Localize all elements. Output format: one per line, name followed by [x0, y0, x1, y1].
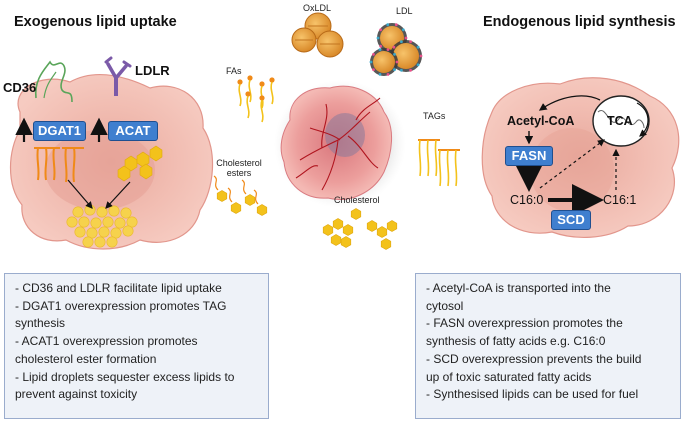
right-notes-box: - Acetyl-CoA is transported into the cyt… — [415, 273, 681, 419]
tags-label: TAGs — [423, 111, 446, 121]
cholesterol-hex — [386, 220, 398, 232]
lipid-droplet — [86, 227, 98, 239]
lipid-droplet — [74, 226, 86, 238]
cholesterol-hex — [342, 224, 354, 236]
lipid-droplet — [72, 206, 84, 218]
right-title: Endogenous lipid synthesis — [483, 14, 676, 30]
cholesterol-hex — [376, 226, 388, 238]
left-arrow-chol — [105, 181, 131, 209]
left-notes-box: - CD36 and LDLR facilitate lipid uptake … — [4, 273, 269, 419]
cholesterol-hex-icon — [322, 208, 398, 250]
ldlr-receptor-icon — [104, 56, 132, 96]
tags-icon — [418, 139, 460, 187]
cholesterol-hex — [330, 234, 342, 246]
right-note-line: - FASN overexpression promotes the — [426, 316, 623, 331]
ldl-label: LDL — [396, 6, 413, 16]
lipid-droplet — [120, 207, 132, 219]
cholesterol-icon — [117, 145, 163, 182]
left-note-line: - CD36 and LDLR facilitate lipid uptake — [15, 281, 222, 295]
cholesterol-esters-label: Cholesterol esters — [211, 158, 267, 178]
right-note-line: - SCD overexpression prevents the build — [426, 351, 642, 366]
cholesterol-hex — [322, 224, 334, 236]
lipid-droplet — [82, 236, 94, 248]
left-arrow-tag — [67, 179, 93, 209]
lipid-droplet-cluster — [66, 204, 138, 248]
c160-label: C16:0 — [510, 193, 544, 207]
ldl-particles-icon — [369, 23, 423, 76]
oxldl-particles-icon — [291, 12, 344, 58]
dgat1-box: DGAT1 — [33, 121, 86, 141]
c160-to-tca-dashed-arrow — [539, 139, 605, 189]
left-cell — [9, 74, 214, 250]
cholesterol-esters-line1: Cholesterol — [216, 158, 262, 168]
right-note-line: synthesis of fatty acids e.g. C16:0 — [426, 334, 606, 349]
left-title: Exogenous lipid uptake — [14, 14, 177, 30]
lipid-droplet — [106, 236, 118, 248]
cholesterol-label: Cholesterol — [334, 195, 380, 205]
cholesterol-hex — [380, 238, 392, 250]
lipid-droplet — [114, 217, 126, 229]
lipid-droplet — [78, 216, 90, 228]
left-note-line: cholesterol ester formation — [15, 351, 157, 366]
cholesterol-esters-line2: esters — [226, 168, 252, 178]
lipid-droplet — [108, 205, 120, 217]
mitochondrion-icon — [592, 95, 650, 147]
fatty-acids-icon — [237, 75, 275, 123]
cholesterol-hex — [366, 220, 378, 232]
acetyl-coa-label: Acetyl-CoA — [507, 114, 575, 128]
lipid-droplet — [110, 227, 122, 239]
lipid-droplet — [94, 236, 106, 248]
right-note-line: up of toxic saturated fatty acids — [426, 369, 592, 384]
lipid-droplet — [90, 217, 102, 229]
cd36-label: CD36 — [3, 80, 37, 95]
tca-to-acetyl-arrow — [538, 95, 601, 111]
scd-box: SCD — [551, 210, 591, 230]
right-note-line: - Acetyl-CoA is transported into the — [426, 281, 611, 295]
left-note-line: prevent against toxicity — [15, 387, 138, 402]
ldlr-label: LDLR — [135, 63, 170, 78]
cd36-receptor-icon — [34, 60, 73, 103]
tca-cycle-arrow — [636, 102, 649, 137]
left-note-line: - ACAT1 overexpression promotes — [15, 334, 198, 349]
fas-label: FAs — [226, 66, 242, 76]
cholesterol-hex — [332, 218, 344, 230]
lipid-droplet — [96, 206, 108, 218]
lipid-droplet — [102, 216, 114, 228]
cholesterol-esters-icon — [213, 175, 268, 216]
tca-label: TCA — [607, 114, 633, 128]
cholesterol-hex — [350, 208, 362, 220]
lipid-droplet — [122, 225, 134, 237]
right-note-line: - Synthesised lipids can be used for fue… — [426, 387, 639, 402]
fasn-box: FASN — [505, 146, 553, 166]
lipid-droplet — [126, 216, 138, 228]
right-note-line: cytosol — [426, 298, 464, 313]
cholesterol-hex — [340, 236, 352, 248]
acat-box: ACAT — [108, 121, 158, 141]
left-note-line: - DGAT1 overexpression promotes TAG — [15, 298, 227, 313]
lipid-droplet — [66, 216, 78, 228]
oxldl-label: OxLDL — [303, 3, 332, 13]
left-note-line: synthesis — [15, 316, 66, 331]
left-nucleus-shadow — [45, 130, 155, 210]
c161-label: C16:1 — [603, 193, 637, 207]
tumor-icon — [280, 85, 393, 200]
left-note-line: - Lipid droplets sequester excess lipids… — [15, 369, 235, 384]
lipid-droplet — [98, 226, 110, 238]
tag-molecule-icon — [34, 147, 84, 183]
